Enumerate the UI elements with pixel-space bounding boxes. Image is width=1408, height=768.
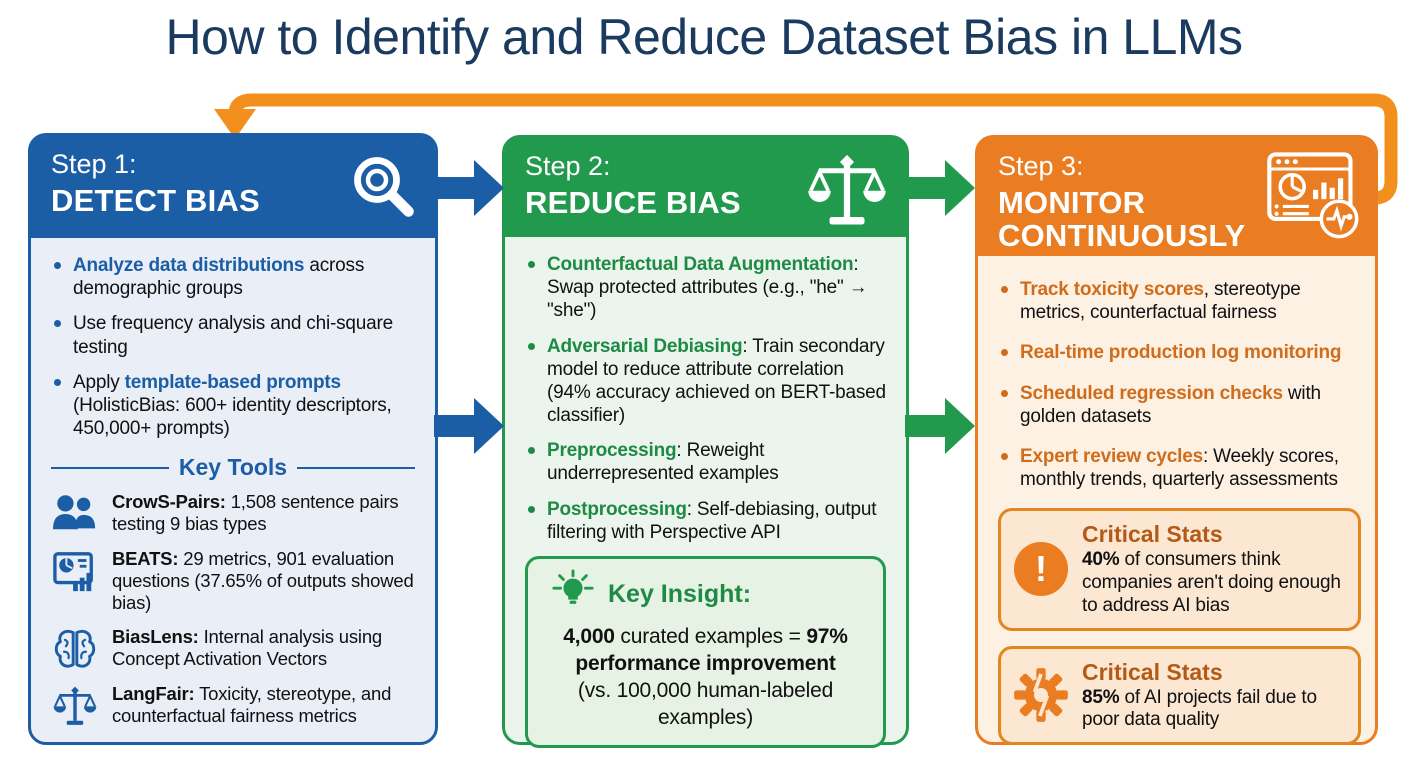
step2-bullet-1: Counterfactual Data Augmentation: Swap p… (525, 253, 886, 323)
step3-bullet-1: Track toxicity scores, stereotype metric… (998, 278, 1361, 324)
key-insight-text: 4,000 curated examples = 97% performance… (563, 624, 848, 729)
tool-biaslens: BiasLens: Internal analysis using Concep… (51, 626, 415, 670)
step1-bullet-1: Analyze data distributions across demogr… (51, 254, 415, 300)
step1-body: Analyze data distributions across demogr… (31, 238, 435, 751)
step2-header: Step 2: REDUCE BIAS (505, 138, 906, 237)
monitoring-dashboard-icon (1261, 148, 1365, 247)
step2-label: Step 2: (525, 151, 611, 181)
stat-text-block: Critical Stats 40% of consumers think co… (1082, 521, 1346, 617)
stat-text: 40% of consumers think companies aren't … (1082, 549, 1341, 616)
tool-text: CrowS-Pairs: 1,508 sentence pairs testin… (112, 491, 399, 535)
scale-icon (51, 683, 99, 729)
page-title: How to Identify and Reduce Dataset Bias … (165, 9, 1243, 65)
arrow-step2-to-step3-top (905, 160, 975, 216)
tool-crows-pairs: CrowS-Pairs: 1,508 sentence pairs testin… (51, 491, 415, 535)
step2-body: Counterfactual Data Augmentation: Swap p… (505, 237, 906, 758)
step3-panel: Step 3: MONITOR CONTINUOUSLY (975, 135, 1378, 746)
step3-body: Track toxicity scores, stereotype metric… (978, 256, 1375, 755)
step3-label: Step 3: (998, 151, 1084, 181)
tool-text: BiasLens: Internal analysis using Concep… (112, 626, 383, 670)
magnifier-icon (347, 150, 419, 227)
step1-panel: Step 1: DETECT BIAS Analyze data distrib… (28, 133, 438, 745)
tool-beats: BEATS: 29 metrics, 901 evaluation questi… (51, 548, 415, 615)
step2-bullet-2: Adversarial Debiasing: Train secondary m… (525, 335, 886, 428)
brain-icon (51, 626, 99, 670)
step2-bullet-3: Preprocessing: Reweight underrepresented… (525, 439, 886, 485)
stat-text: 85% of AI projects fail due to poor data… (1082, 686, 1317, 731)
step3-header: Step 3: MONITOR CONTINUOUSLY (978, 138, 1375, 256)
stat-text-block: Critical Stats 85% of AI projects fail d… (1082, 659, 1346, 733)
arrow-step1-to-step2-bottom (434, 398, 504, 454)
tool-text: LangFair: Toxicity, stereotype, and coun… (112, 682, 392, 726)
tool-langfair: LangFair: Toxicity, stereotype, and coun… (51, 683, 415, 729)
key-tools-divider: Key Tools (51, 454, 415, 481)
step1-bullet-3: Apply template-based prompts (HolisticBi… (51, 371, 415, 441)
broken-gear-icon (1013, 667, 1069, 723)
divider-line (297, 466, 415, 469)
balance-scale-icon (804, 152, 890, 237)
people-icon (51, 491, 99, 533)
chart-board-icon (51, 548, 99, 594)
exclamation-icon: ! (1013, 542, 1069, 597)
stat-title: Critical Stats (1082, 521, 1223, 548)
arrow-step1-to-step2-top (434, 160, 504, 216)
step2-bullet-4: Postprocessing: Self-debiasing, output f… (525, 498, 886, 544)
step3-bullet-4: Expert review cycles: Weekly scores, mon… (998, 445, 1361, 491)
step2-panel: Step 2: REDUCE BIAS Counterfactual Data … (502, 135, 909, 749)
divider-line (51, 466, 169, 469)
step1-name: DETECT BIAS (51, 183, 260, 218)
step1-header: Step 1: DETECT BIAS (31, 136, 435, 238)
step3-bullet-3: Scheduled regression checks with golden … (998, 382, 1361, 428)
key-tools-title: Key Tools (178, 454, 288, 481)
step2-name: REDUCE BIAS (525, 185, 741, 220)
key-insight-title: Key Insight: (608, 579, 752, 608)
critical-stats-box-1: ! Critical Stats 40% of consumers think … (998, 508, 1361, 631)
critical-stats-box-2: Critical Stats 85% of AI projects fail d… (998, 645, 1361, 746)
stat-title: Critical Stats (1082, 658, 1223, 685)
key-insight-header: Key Insight: (538, 569, 873, 620)
tool-text: BEATS: 29 metrics, 901 evaluation questi… (112, 547, 414, 613)
feedback-loop-arrow (214, 93, 1398, 205)
step3-bullet-2: Real-time production log monitoring (998, 341, 1361, 364)
arrow-step2-to-step3-bottom (905, 398, 975, 454)
step3-name: MONITOR CONTINUOUSLY (998, 185, 1246, 254)
lightbulb-icon (550, 569, 596, 620)
step1-label: Step 1: (51, 149, 137, 179)
key-insight-box: Key Insight: 4,000 curated examples = 97… (525, 555, 886, 749)
step1-bullet-2: Use frequency analysis and chi-square te… (51, 312, 415, 358)
